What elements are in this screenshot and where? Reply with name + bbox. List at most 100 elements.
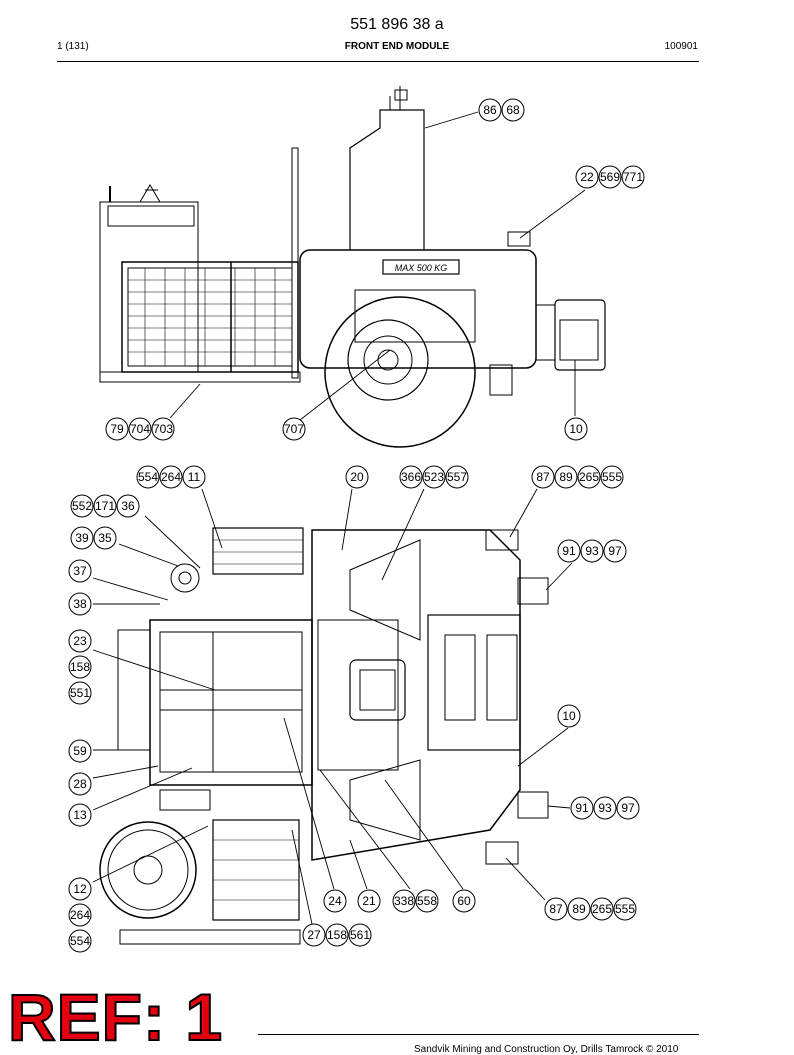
callout-number: 21	[362, 894, 376, 908]
top-view	[99, 527, 549, 945]
callout-bubble	[575, 165, 599, 189]
callout-number: 79	[110, 422, 124, 436]
callout-bubble	[452, 889, 476, 913]
callout-number: 60	[457, 894, 471, 908]
callout-bubble	[105, 417, 129, 441]
callout-bubble	[128, 417, 152, 441]
callout-bubble	[554, 465, 578, 489]
callout-bubble	[415, 889, 439, 913]
callout-number: 265	[592, 902, 612, 916]
leader-lines	[92, 111, 586, 925]
callout-number: 366	[401, 470, 421, 484]
callout-bubble	[348, 923, 372, 947]
callout-bubble	[68, 772, 92, 796]
callout-bubble	[325, 923, 349, 947]
callout-bubble	[68, 803, 92, 827]
callout-number: 91	[562, 544, 576, 558]
callout-number: 158	[70, 660, 90, 674]
callout-number: 87	[536, 470, 550, 484]
page-title: FRONT END MODULE	[344, 41, 450, 52]
callout-number: 561	[350, 928, 370, 942]
callout-bubble	[621, 165, 645, 189]
side-view: MAX 500 KG	[99, 86, 606, 448]
callout-number: 707	[284, 422, 304, 436]
callout-number: 97	[621, 801, 635, 815]
callout-number: 36	[121, 499, 135, 513]
callout-bubble	[68, 681, 92, 705]
callout-number: 20	[350, 470, 364, 484]
callout-number: 554	[70, 934, 90, 948]
copyright: Sandvik Mining and Construction Oy, Dril…	[414, 1044, 679, 1055]
callout-bubble	[68, 559, 92, 583]
callout-number: 552	[72, 499, 92, 513]
callout-bubble	[357, 889, 381, 913]
callout-number: 551	[70, 686, 90, 700]
callout-bubble	[68, 877, 92, 901]
callout-number: 86	[483, 103, 497, 117]
callout-bubble	[564, 417, 588, 441]
document-number: 551 896 38 a	[350, 16, 444, 33]
callout-number: 39	[75, 531, 89, 545]
callout-bubble	[68, 903, 92, 927]
callout-number: 13	[73, 808, 87, 822]
callout-number: 12	[73, 882, 87, 896]
callout-number: 10	[562, 709, 576, 723]
callout-bubble	[570, 796, 594, 820]
callout-bubble	[392, 889, 416, 913]
callout-number: 93	[598, 801, 612, 815]
callout-number: 10	[569, 422, 583, 436]
callout-bubble	[68, 739, 92, 763]
callout-number: 558	[417, 894, 437, 908]
callout-bubble	[544, 897, 568, 921]
callout-number: 771	[623, 170, 643, 184]
callout-bubble	[302, 923, 326, 947]
callout-bubble	[598, 165, 622, 189]
date-code: 100901	[664, 41, 698, 52]
callout-bubble	[323, 889, 347, 913]
callout-number: 59	[73, 744, 87, 758]
callout-bubble	[616, 796, 640, 820]
callout-bubble	[478, 98, 502, 122]
callout-bubble	[136, 465, 160, 489]
callout-bubble	[557, 539, 581, 563]
callout-bubble	[151, 417, 175, 441]
callout-bubble	[70, 526, 94, 550]
callout-number: 557	[447, 470, 467, 484]
callout-number: 555	[615, 902, 635, 916]
callout-bubble	[567, 897, 591, 921]
ref-stamp: REF: 1	[7, 980, 224, 1054]
callout-bubble	[68, 629, 92, 653]
callout-number: 35	[98, 531, 112, 545]
callout-bubble	[68, 592, 92, 616]
callout-number: 38	[73, 597, 87, 611]
callout-bubble	[282, 417, 306, 441]
callout-bubble	[159, 465, 183, 489]
callout-bubble	[68, 655, 92, 679]
callout-bubble	[600, 465, 624, 489]
callout-number: 158	[327, 928, 347, 942]
callout-bubble	[399, 465, 423, 489]
callout-bubble	[613, 897, 637, 921]
callout-number: 22	[580, 170, 594, 184]
callout-bubble	[593, 796, 617, 820]
callout-number: 87	[549, 902, 563, 916]
callout-bubble	[603, 539, 627, 563]
callout-bubble	[577, 465, 601, 489]
load-plate-label: MAX 500 KG	[395, 263, 448, 273]
callout-bubble	[93, 526, 117, 550]
callout-number: 27	[307, 928, 321, 942]
callout-bubble	[422, 465, 446, 489]
callout-number: 89	[559, 470, 573, 484]
callout-number: 704	[130, 422, 150, 436]
callout-number: 555	[602, 470, 622, 484]
callout-number: 523	[424, 470, 444, 484]
callout-bubble	[70, 494, 94, 518]
callout-bubble	[116, 494, 140, 518]
callout-number: 24	[328, 894, 342, 908]
callout-number: 28	[73, 777, 87, 791]
callout-number: 703	[153, 422, 173, 436]
callout-number: 68	[506, 103, 520, 117]
callout-bubble	[501, 98, 525, 122]
header-rule	[57, 61, 699, 62]
